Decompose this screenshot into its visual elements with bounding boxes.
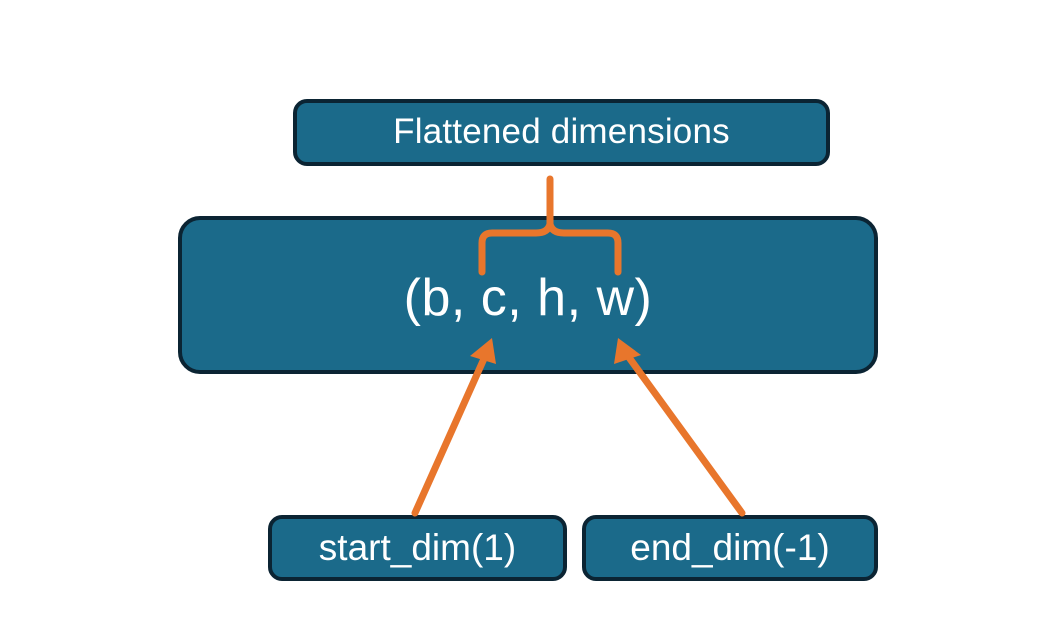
node-flattened-dimensions[interactable]: Flattened dimensions xyxy=(293,99,830,166)
node-tensor-shape[interactable]: (b, c, h, w) xyxy=(178,216,878,374)
node-flattened-dimensions-label: Flattened dimensions xyxy=(393,112,730,152)
node-end-dim-label: end_dim(-1) xyxy=(630,526,830,568)
node-end-dim[interactable]: end_dim(-1) xyxy=(582,515,878,581)
node-start-dim[interactable]: start_dim(1) xyxy=(268,515,567,581)
node-tensor-shape-label: (b, c, h, w) xyxy=(403,269,653,328)
node-start-dim-label: start_dim(1) xyxy=(318,526,517,568)
